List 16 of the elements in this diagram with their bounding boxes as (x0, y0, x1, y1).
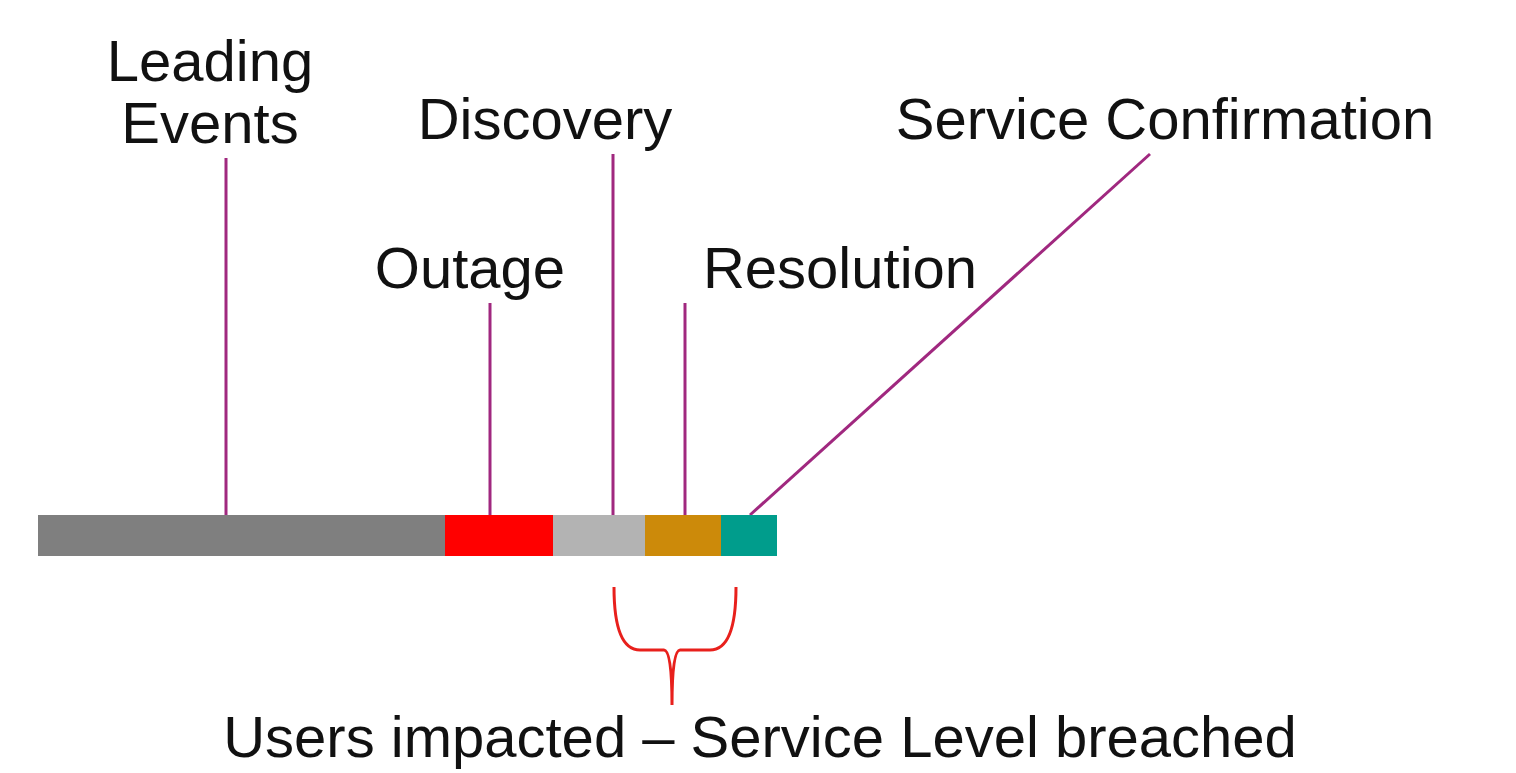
timeline-segment (645, 515, 721, 556)
bracket-caption: Users impacted – Service Level breached (222, 706, 1298, 768)
leader-line (224, 158, 228, 515)
timeline-label: Leading Events (60, 30, 360, 154)
leader-line (611, 154, 615, 515)
timeline-label: Discovery (370, 88, 720, 150)
timeline-label: Outage (340, 237, 600, 299)
timeline-segment (445, 515, 553, 556)
timeline-label: Resolution (655, 237, 1025, 299)
leader-line (488, 303, 492, 515)
timeline-label: Service Confirmation (815, 88, 1515, 150)
timeline-segment (553, 515, 645, 556)
timeline-segment (38, 515, 445, 556)
leader-line (683, 303, 687, 515)
timeline-segment (721, 515, 777, 556)
leader-line (749, 152, 1151, 517)
